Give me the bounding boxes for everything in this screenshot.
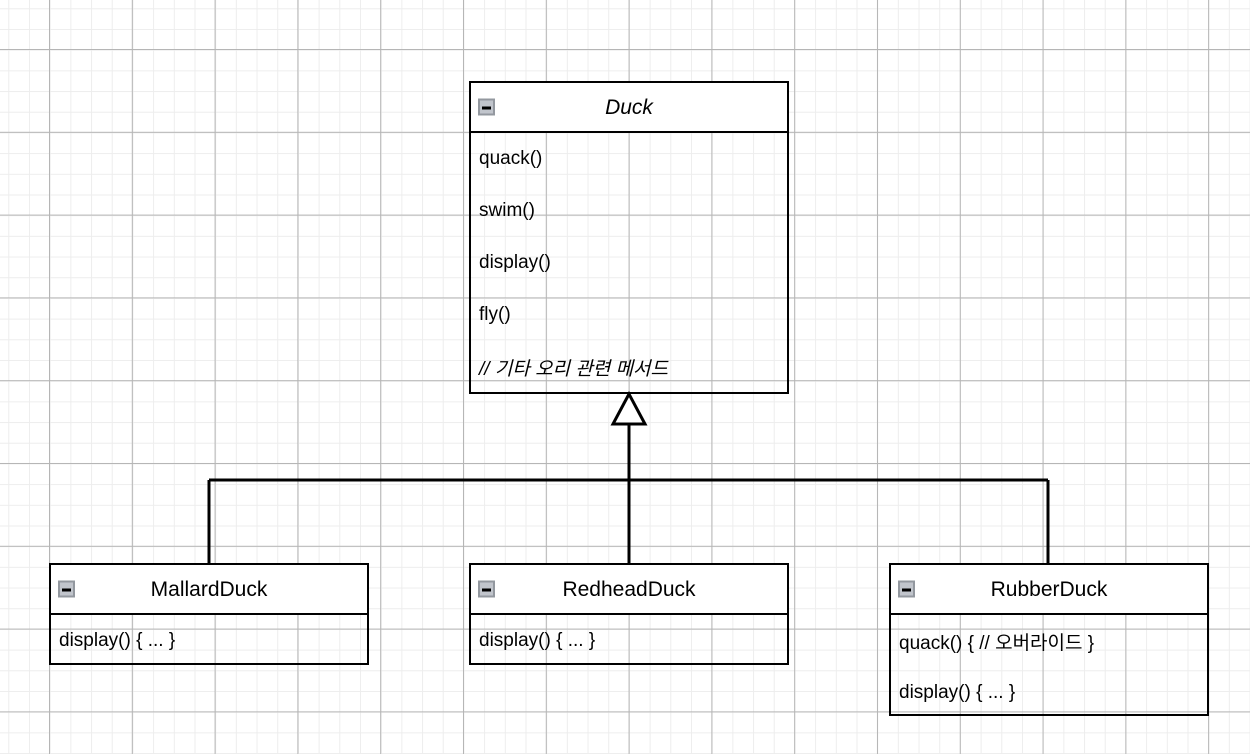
member-row: quack() { // 오버라이드 } [899,632,1095,654]
class-box-duck[interactable]: Duck quack() swim() display() fly() // 기… [469,81,789,394]
class-members-redheadduck: display() { ... } [471,615,787,667]
member-row: fly() [479,304,511,325]
class-header-duck: Duck [471,83,787,133]
class-box-rubberduck[interactable]: RubberDuck quack() { // 오버라이드 } display(… [889,563,1209,716]
class-header-mallardduck: MallardDuck [51,565,367,615]
member-row: display() { ... } [59,630,176,651]
class-members-duck: quack() swim() display() fly() // 기타 오리 … [471,133,787,393]
class-members-rubberduck: quack() { // 오버라이드 } display() { ... } [891,615,1207,719]
member-row-comment: // 기타 오리 관련 메서드 [479,358,668,380]
minus-box-icon[interactable] [478,580,495,598]
member-row: display() { ... } [479,630,596,651]
minus-box-icon[interactable] [478,98,495,116]
class-members-mallardduck: display() { ... } [51,615,367,667]
member-row: quack() [479,148,543,169]
minus-box-icon[interactable] [58,580,75,598]
hollow-triangle-arrowhead [610,390,648,426]
class-name-redheadduck: RedheadDuck [562,577,696,601]
class-name-mallardduck: MallardDuck [150,577,268,601]
class-name-rubberduck: RubberDuck [990,577,1108,601]
class-box-redheadduck[interactable]: RedheadDuck display() { ... } [469,563,789,665]
member-row: swim() [479,200,535,221]
member-row: display() [479,252,551,273]
class-header-rubberduck: RubberDuck [891,565,1207,615]
member-row: display() { ... } [899,682,1016,703]
class-name-duck: Duck [605,95,653,119]
class-box-mallardduck[interactable]: MallardDuck display() { ... } [49,563,369,665]
minus-box-icon[interactable] [898,580,915,598]
class-header-redheadduck: RedheadDuck [471,565,787,615]
